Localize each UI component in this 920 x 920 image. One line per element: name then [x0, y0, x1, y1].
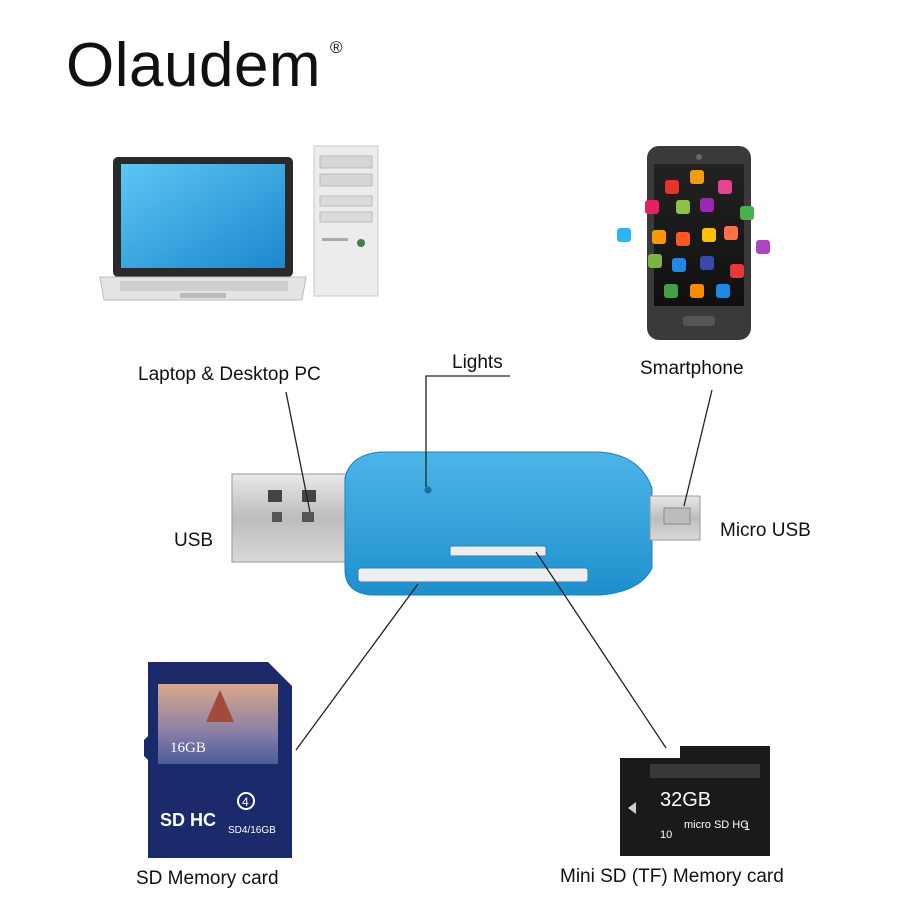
label-usb: USB [174, 530, 214, 551]
sd-card-icon: 16GB SD HC 4 SD4/16GB [144, 662, 292, 858]
tf-card-icon: 32GB micro SD HC 10 1 [620, 746, 770, 856]
laptop-icon [99, 157, 307, 301]
sd-model-text: SD4/16GB [228, 825, 276, 836]
label-tf-card: Mini SD (TF) Memory card [560, 866, 784, 887]
registered-mark: ® [330, 38, 343, 57]
label-micro-usb: Micro USB [720, 520, 811, 541]
label-lights: Lights [452, 352, 503, 373]
tf-capacity-text: 32GB [660, 789, 711, 811]
callout-lines [285, 375, 713, 751]
label-sd-card: SD Memory card [136, 868, 279, 889]
card-reader-device [231, 451, 701, 596]
tf-format-logo: micro SD HC [684, 819, 748, 831]
sd-class-text: 4 [242, 795, 249, 809]
sd-format-logo: SD HC [160, 810, 216, 830]
sd-capacity-text: 16GB [170, 740, 206, 756]
tf-class-text: 10 [660, 829, 672, 841]
label-smartphone: Smartphone [640, 358, 744, 379]
tf-uhs-text: 1 [744, 821, 750, 833]
label-laptop-desktop: Laptop & Desktop PC [138, 364, 321, 385]
smartphone-icon [617, 146, 770, 340]
brand-logo: Olaudem [66, 31, 322, 100]
desktop-tower-icon [313, 145, 379, 297]
